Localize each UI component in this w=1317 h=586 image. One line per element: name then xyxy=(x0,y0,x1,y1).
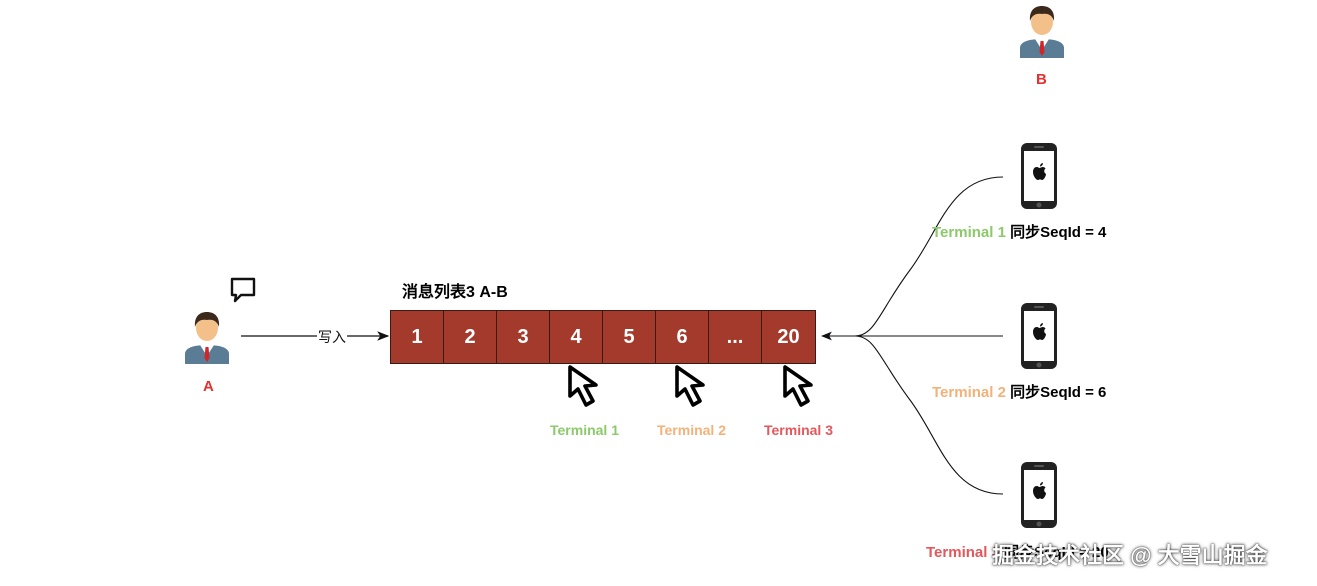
device-1-sync: 同步SeqId = 4 xyxy=(1010,224,1106,241)
person-b-icon xyxy=(1018,2,1066,63)
device-3-connector xyxy=(855,336,1003,494)
message-queue: 1 2 3 4 5 6 ... 20 xyxy=(390,310,816,364)
queue-cell: 4 xyxy=(550,311,603,363)
watermark: 掘金技术社区 @ 大雪山掘金 xyxy=(992,538,1268,570)
pointer-label-terminal-1: Terminal 1 xyxy=(550,422,619,438)
device-2-label: Terminal 2 同步SeqId = 6 xyxy=(932,381,1106,402)
phone-icon xyxy=(1020,142,1058,215)
queue-cell: 1 xyxy=(391,311,444,363)
speech-bubble-icon xyxy=(229,276,257,309)
pointer-label-terminal-2: Terminal 2 xyxy=(657,422,726,438)
queue-cell: 2 xyxy=(444,311,497,363)
pointer-label-terminal-3: Terminal 3 xyxy=(764,422,833,438)
device-2-terminal: Terminal 2 xyxy=(932,384,1006,401)
write-label: 写入 xyxy=(317,327,347,347)
queue-cell: 20 xyxy=(762,311,815,363)
cursor-icon xyxy=(781,364,827,413)
device-1-label: Terminal 1 同步SeqId = 4 xyxy=(932,221,1106,242)
device-1-terminal: Terminal 1 xyxy=(932,224,1006,241)
device-1-connector xyxy=(855,177,1003,336)
queue-cell: 5 xyxy=(603,311,656,363)
person-a-label: A xyxy=(203,378,214,395)
person-b-label: B xyxy=(1036,71,1047,88)
cursor-icon xyxy=(673,364,719,413)
queue-cell: ... xyxy=(709,311,762,363)
person-a-icon xyxy=(183,308,231,369)
queue-title: 消息列表3 A-B xyxy=(402,278,508,302)
queue-cell: 3 xyxy=(497,311,550,363)
queue-cell: 6 xyxy=(656,311,709,363)
device-2-sync: 同步SeqId = 6 xyxy=(1010,384,1106,401)
phone-icon xyxy=(1020,302,1058,375)
phone-icon xyxy=(1020,461,1058,534)
device-3-terminal: Terminal 3 xyxy=(926,544,1000,561)
cursor-icon xyxy=(566,364,612,413)
